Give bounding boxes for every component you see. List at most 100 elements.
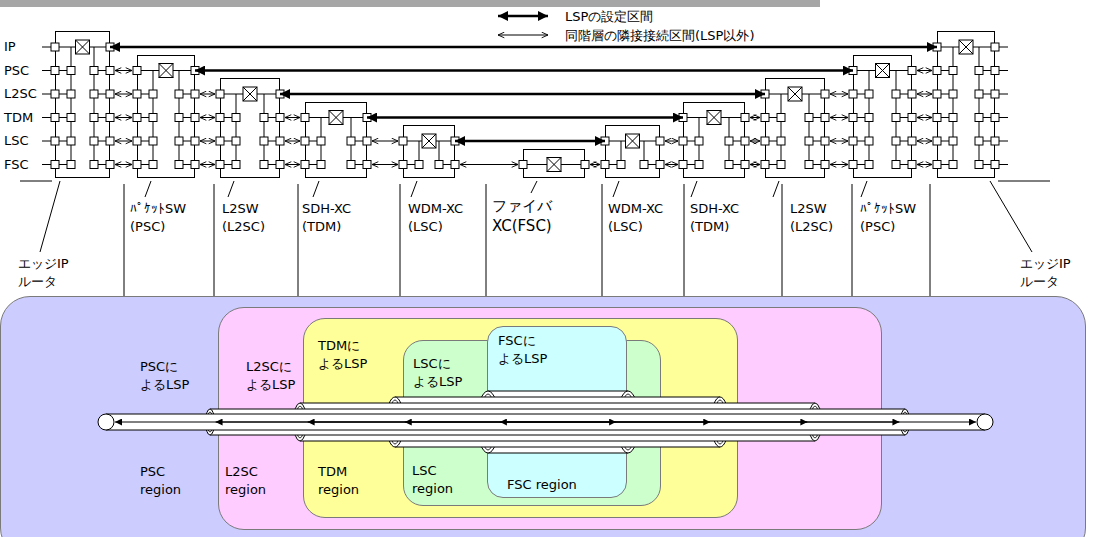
internal-link (687, 117, 707, 118)
interface-line (42, 141, 51, 142)
leader-line (40, 181, 60, 252)
adaptation-link (896, 71, 897, 91)
interface-line (42, 47, 51, 48)
adaptation-unit (232, 114, 240, 122)
internal-link (983, 70, 991, 71)
switch-cross (547, 158, 561, 172)
port-square (908, 67, 916, 75)
region-label: PSC region (140, 463, 181, 499)
adaptation-link (71, 75, 72, 91)
text-holder: PSCに よるLSP (140, 358, 189, 394)
switch-cross (707, 111, 721, 125)
adaptation-unit (415, 161, 423, 169)
internal-link (59, 94, 67, 95)
adaptation-link (71, 122, 72, 138)
adjacent-link (115, 141, 132, 142)
adaptation-unit (975, 67, 983, 75)
internal-link (983, 164, 991, 165)
legend-samples (498, 16, 548, 35)
switch-cross (76, 40, 90, 54)
adaptation-link (94, 98, 95, 114)
adaptation-link (153, 98, 154, 114)
internal-link (141, 141, 149, 142)
interface-line (999, 70, 1008, 71)
adaptation-unit (347, 161, 355, 169)
adjacent-link (200, 164, 215, 165)
adaptation-unit (695, 137, 703, 145)
region-guide-line (602, 184, 603, 296)
switch-fabric (422, 134, 436, 148)
internal-link (983, 141, 991, 142)
adjacent-link (917, 117, 932, 118)
internal-link (648, 164, 656, 165)
internal-link (857, 94, 865, 95)
lsp-connector (195, 69, 853, 72)
device-label: WDM-XC (LSC) (608, 200, 680, 236)
port-square (106, 114, 114, 122)
leader-line (861, 181, 867, 197)
internal-link (436, 141, 451, 142)
adaptation-unit (949, 67, 957, 75)
adaptation-link (94, 145, 95, 161)
region-label: TDM region (318, 463, 359, 499)
internal-link (733, 141, 741, 142)
text-holder: ファイバ XC(FSC) (492, 196, 576, 236)
adaptation-link (896, 122, 897, 138)
adaptation-link (351, 145, 352, 161)
lsp-label: FSCに よるLSP (498, 332, 547, 368)
port-square (363, 137, 371, 145)
adaptation-link (896, 145, 897, 161)
internal-link (183, 141, 191, 142)
adaptation-unit (695, 161, 703, 169)
port-square (908, 114, 916, 122)
internal-link (941, 164, 949, 165)
legend-adjacent-sample (498, 35, 548, 36)
internal-link (98, 164, 106, 165)
internal-link (813, 117, 821, 118)
region-guide-line (400, 184, 401, 296)
legend-item: LSPの設定区間 (565, 8, 653, 26)
internal-link (941, 117, 949, 118)
internal-link (268, 141, 276, 142)
port-square (106, 137, 114, 145)
internal-link (609, 141, 626, 142)
port-square (191, 137, 199, 145)
interface-line (42, 94, 51, 95)
region-band: FSCに よるLSPFSC regionLSCに よるLSPLSC region… (303, 318, 738, 518)
port-square (276, 90, 284, 98)
switch-fabric (243, 87, 257, 101)
adaptation-link (94, 47, 95, 67)
switch-fabric (788, 87, 802, 101)
internal-link (355, 141, 363, 142)
adjacent-link (285, 117, 300, 118)
layer-label: LSC (4, 132, 29, 150)
adaptation-unit (317, 161, 325, 169)
port-square (741, 137, 749, 145)
internal-link (98, 94, 106, 95)
adaptation-link (781, 122, 782, 138)
adaptation-link (699, 145, 700, 161)
switch-internals (40, 40, 114, 252)
switch-cross (422, 134, 436, 148)
adaptation-unit (975, 137, 983, 145)
internal-link (857, 117, 865, 118)
adaptation-link (179, 71, 180, 91)
adaptation-link (979, 98, 980, 114)
adaptation-link (953, 122, 954, 138)
internal-link (857, 141, 865, 142)
switch-cross (788, 87, 802, 101)
ground-line (20, 181, 52, 182)
internal-link (141, 94, 149, 95)
layer-label: L2SC (4, 85, 37, 103)
internal-link (973, 47, 991, 48)
adaptation-unit (865, 137, 873, 145)
switch-cross (329, 111, 343, 125)
adaptation-unit (260, 114, 268, 122)
adaptation-link (179, 122, 180, 138)
adaptation-unit (435, 161, 443, 169)
adaptation-unit (149, 114, 157, 122)
internal-link (309, 164, 317, 165)
port-square (908, 161, 916, 169)
internal-link (90, 47, 107, 48)
port-square (908, 137, 916, 145)
